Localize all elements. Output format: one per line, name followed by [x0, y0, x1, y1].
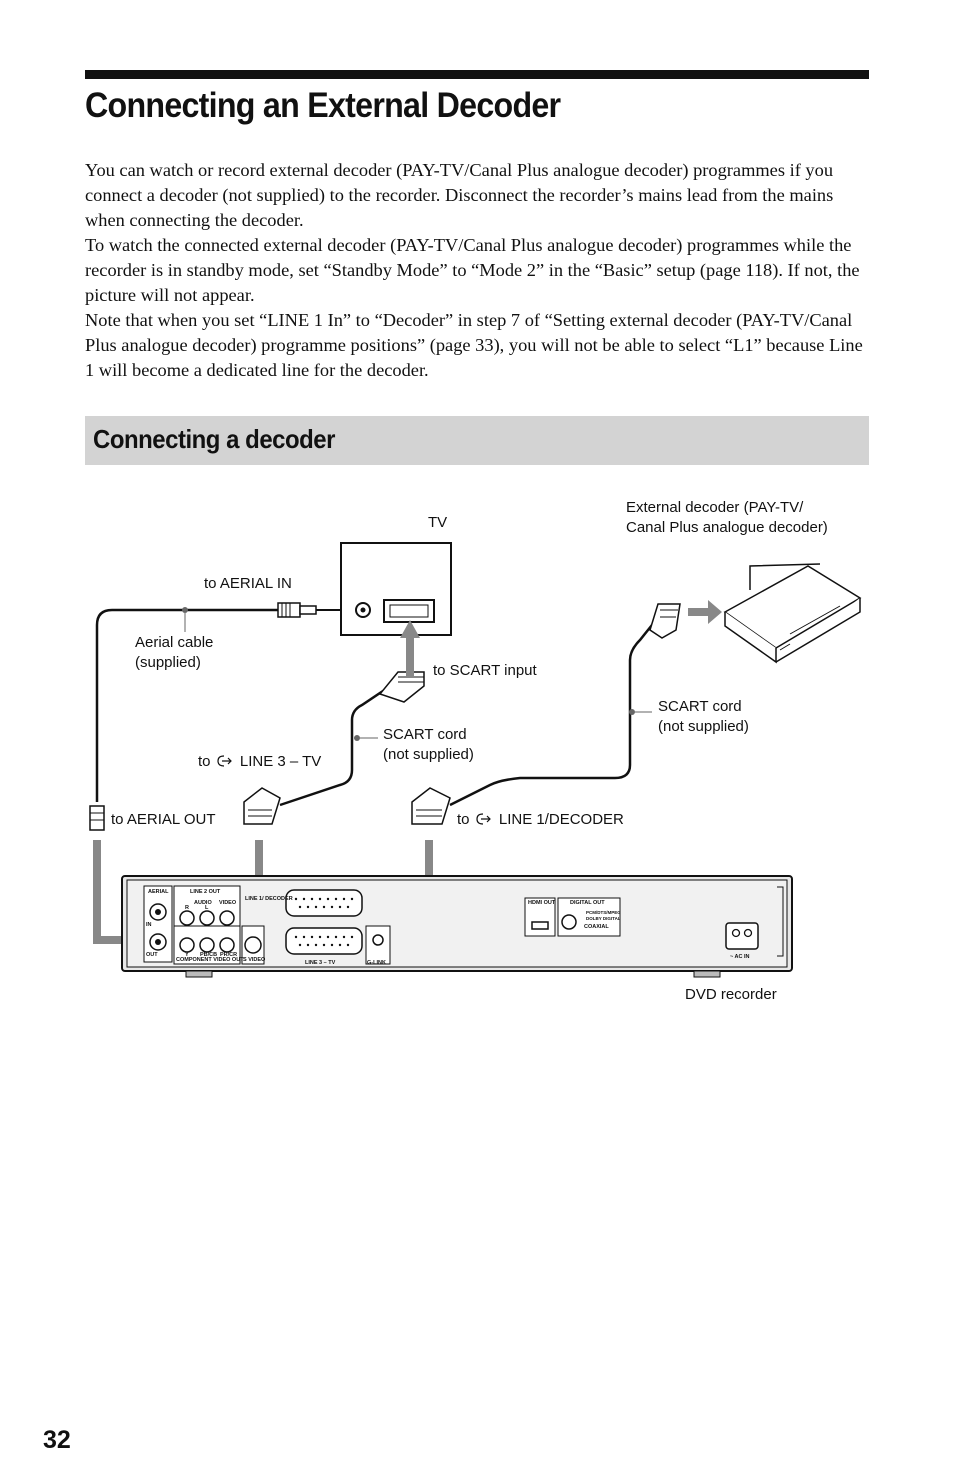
panel-audio: AUDIO [194, 900, 212, 906]
scart-cord-right-line1: SCART cord [658, 698, 742, 715]
to-prefix: to [457, 811, 470, 828]
panel-g-link: G-LINK [367, 960, 386, 966]
panel-coaxial: COAXIAL [584, 924, 609, 930]
decoder-label-line2: Canal Plus analogue decoder) [626, 519, 828, 536]
connection-diagram: AERIAL IN OUT LINE 2 OUT AUDIO R L VIDEO… [0, 480, 954, 1020]
panel-l: L [205, 905, 209, 911]
to-aerial-out-label: to AERIAL OUT [111, 811, 216, 828]
scart-cord-tv [243, 671, 425, 825]
scart-cord-mid-line2: (not supplied) [383, 746, 474, 763]
to-scart-input-label: to SCART input [433, 662, 537, 679]
aerial-cable [89, 602, 340, 831]
paragraph: To watch the connected external decoder … [85, 235, 860, 305]
page-title: Connecting an External Decoder [85, 86, 561, 125]
panel-r: R [185, 905, 189, 911]
panel-line3-tv: LINE 3 – TV [305, 960, 336, 966]
dvd-recorder-panel [121, 875, 793, 978]
section-title: Connecting a decoder [93, 424, 336, 454]
panel-pb: PB/CB [200, 952, 217, 958]
panel-line2-out: LINE 2 OUT [190, 889, 221, 895]
to-line3-tv-label: to LINE 3 – TV [198, 752, 321, 772]
panel-pcm-line: PCM/DTS/MPEG [586, 910, 621, 915]
paragraph: You can watch or record external decoder… [85, 160, 834, 230]
panel-s-video: S VIDEO [243, 957, 266, 963]
panel-aerial-out: OUT [146, 952, 158, 958]
panel-video: VIDEO [219, 900, 237, 906]
line1-text: LINE 1/DECODER [498, 811, 624, 828]
to-line1-decoder-label: to LINE 1/DECODER [457, 810, 624, 830]
to-aerial-in-label: to AERIAL IN [204, 575, 292, 592]
panel-pr: PR/CR [220, 952, 237, 958]
panel-component-video-out: COMPONENT VIDEO OUT [176, 957, 244, 963]
intro-text: You can watch or record external decoder… [85, 158, 873, 383]
scart-symbol-icon [476, 813, 491, 825]
tv-icon [340, 542, 452, 636]
diagram-graphic: AERIAL IN OUT LINE 2 OUT AUDIO R L VIDEO… [89, 542, 862, 978]
decoder-label-line1: External decoder (PAY-TV/ [626, 499, 804, 516]
title-rule [85, 70, 869, 79]
page-number: 32 [43, 1426, 71, 1454]
section-header-band [85, 416, 869, 465]
scart-cord-mid-line1: SCART cord [383, 726, 467, 743]
aerial-cable-label-line2: (supplied) [135, 654, 201, 671]
panel-aerial-in: IN [146, 922, 152, 928]
panel-digital-out: DIGITAL OUT [570, 900, 605, 906]
panel-line-decoder: LINE 1/ DECODER [245, 896, 293, 902]
dvd-recorder-label: DVD recorder [685, 986, 777, 1003]
panel-dolby-line: DOLBY DIGITAL [586, 916, 621, 921]
paragraph: Note that when you set “LINE 1 In” to “D… [85, 310, 863, 380]
aerial-cable-label-line1: Aerial cable [135, 634, 214, 651]
scart-cord-right-line2: (not supplied) [658, 718, 749, 735]
panel-ac-in: ~ AC IN [730, 954, 750, 960]
panel-hdmi-out: HDMI OUT [528, 900, 556, 906]
line3-text: LINE 3 – TV [239, 753, 322, 770]
panel-y: Y [185, 952, 189, 958]
tv-label: TV [428, 514, 448, 531]
scart-cord-decoder [411, 603, 681, 825]
to-prefix: to [198, 753, 211, 770]
panel-aerial: AERIAL [148, 889, 169, 895]
scart-symbol-icon [217, 755, 232, 767]
decoder-icon [723, 563, 862, 664]
